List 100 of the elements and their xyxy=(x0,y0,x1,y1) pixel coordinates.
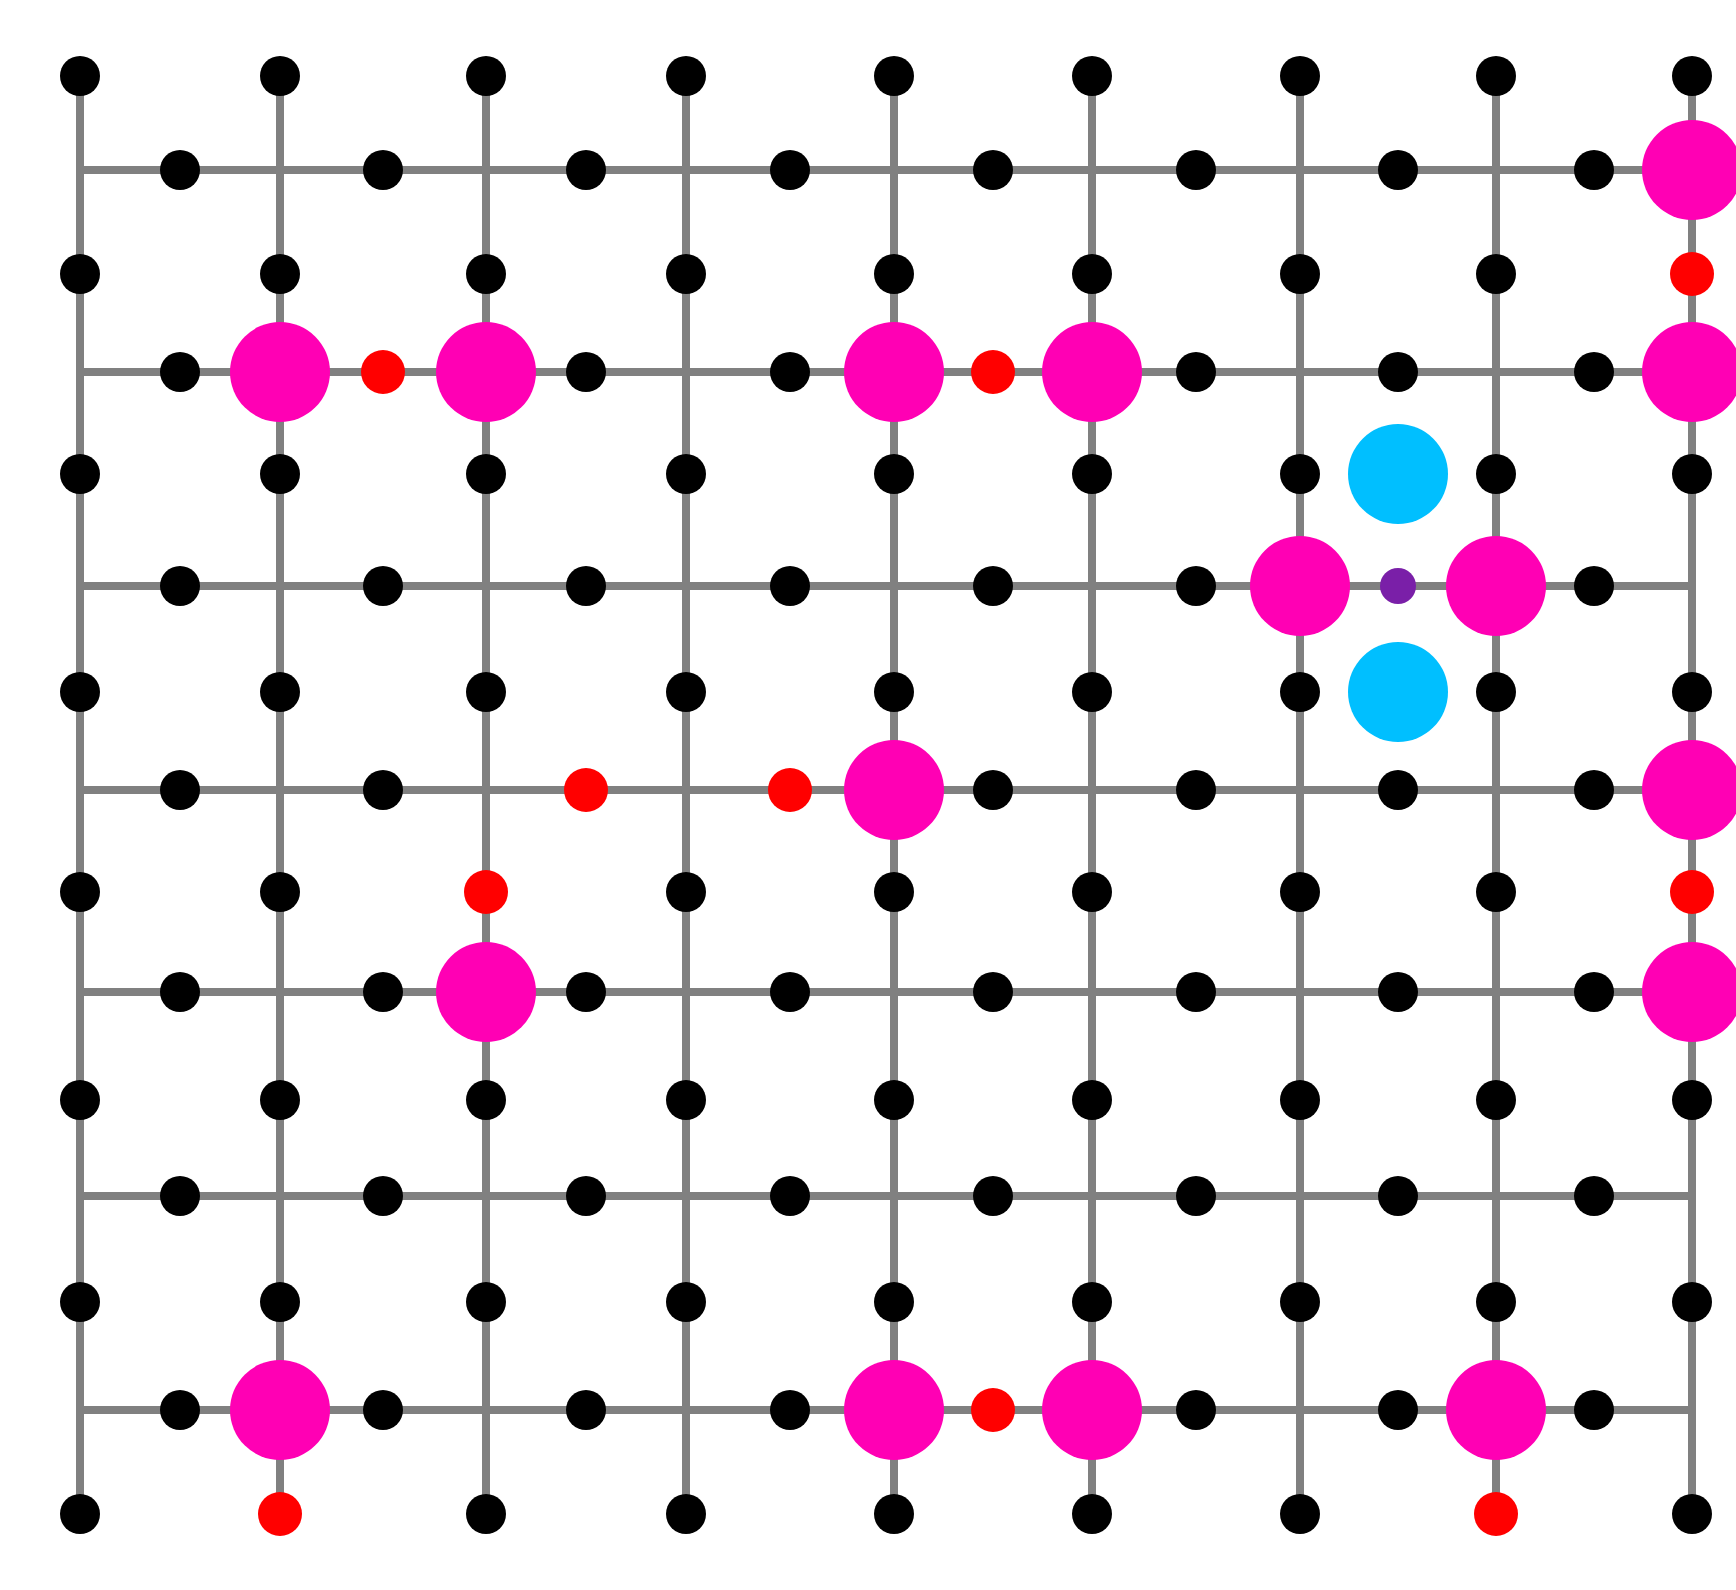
dot xyxy=(363,972,403,1012)
dot xyxy=(1380,568,1416,604)
dot xyxy=(1574,770,1614,810)
dot xyxy=(770,566,810,606)
dot xyxy=(466,1080,506,1120)
dot xyxy=(1072,56,1112,96)
large-dot xyxy=(1446,1360,1546,1460)
dot xyxy=(1476,672,1516,712)
dot xyxy=(874,672,914,712)
dot xyxy=(973,972,1013,1012)
dot xyxy=(466,1494,506,1534)
dot xyxy=(666,1080,706,1120)
large-dot xyxy=(1446,536,1546,636)
dot xyxy=(1672,1080,1712,1120)
dot xyxy=(1072,1494,1112,1534)
large-dot xyxy=(230,322,330,422)
dot xyxy=(1280,672,1320,712)
dot xyxy=(1378,150,1418,190)
dot xyxy=(1672,1282,1712,1322)
large-dot xyxy=(1250,536,1350,636)
dot xyxy=(1670,870,1714,914)
dot xyxy=(1476,254,1516,294)
dot xyxy=(1072,1282,1112,1322)
dot xyxy=(60,56,100,96)
dot xyxy=(874,454,914,494)
dot xyxy=(60,1282,100,1322)
dot xyxy=(363,566,403,606)
large-dot xyxy=(844,740,944,840)
dot xyxy=(566,566,606,606)
dot xyxy=(1672,672,1712,712)
dot xyxy=(1476,56,1516,96)
dot xyxy=(1280,454,1320,494)
dot xyxy=(466,454,506,494)
dot xyxy=(160,566,200,606)
dot xyxy=(566,1176,606,1216)
dot xyxy=(260,1282,300,1322)
dot xyxy=(1072,672,1112,712)
dot xyxy=(566,352,606,392)
dot xyxy=(1176,352,1216,392)
dot xyxy=(1378,1390,1418,1430)
dot xyxy=(1378,1176,1418,1216)
dot xyxy=(770,352,810,392)
large-dot xyxy=(1042,1360,1142,1460)
dot xyxy=(1476,454,1516,494)
dot xyxy=(770,150,810,190)
dot xyxy=(666,1282,706,1322)
dot xyxy=(1574,1176,1614,1216)
dot xyxy=(973,150,1013,190)
dot xyxy=(60,672,100,712)
dot xyxy=(60,1080,100,1120)
dot xyxy=(60,1494,100,1534)
dot xyxy=(770,972,810,1012)
dot xyxy=(1476,1282,1516,1322)
dot xyxy=(260,454,300,494)
dot xyxy=(1072,254,1112,294)
dot xyxy=(260,672,300,712)
dot xyxy=(260,1080,300,1120)
dot xyxy=(1672,454,1712,494)
dot xyxy=(1280,872,1320,912)
dot xyxy=(770,1176,810,1216)
dot xyxy=(1476,872,1516,912)
dot xyxy=(874,872,914,912)
dot xyxy=(160,150,200,190)
dot xyxy=(666,672,706,712)
dot xyxy=(466,1282,506,1322)
dot xyxy=(874,1080,914,1120)
dot xyxy=(874,56,914,96)
large-dot xyxy=(844,322,944,422)
dot xyxy=(1176,1390,1216,1430)
dot xyxy=(1670,252,1714,296)
dot xyxy=(1280,1080,1320,1120)
dot xyxy=(464,870,508,914)
dot xyxy=(363,1390,403,1430)
dot xyxy=(60,254,100,294)
dot xyxy=(1176,566,1216,606)
dot xyxy=(160,770,200,810)
dot xyxy=(1476,1080,1516,1120)
dot xyxy=(973,770,1013,810)
dot xyxy=(1574,566,1614,606)
dot xyxy=(1280,56,1320,96)
dot xyxy=(1574,1390,1614,1430)
dot xyxy=(160,352,200,392)
dot xyxy=(361,350,405,394)
dot xyxy=(666,1494,706,1534)
dot xyxy=(666,254,706,294)
dot xyxy=(1176,770,1216,810)
dot xyxy=(160,972,200,1012)
dot xyxy=(1378,770,1418,810)
dot xyxy=(1072,1080,1112,1120)
dot xyxy=(1474,1492,1518,1536)
dot xyxy=(874,1282,914,1322)
dot xyxy=(1280,1494,1320,1534)
dot xyxy=(160,1390,200,1430)
dot xyxy=(1378,972,1418,1012)
dot xyxy=(1176,150,1216,190)
dot xyxy=(564,768,608,812)
large-dot xyxy=(230,1360,330,1460)
dot xyxy=(1574,352,1614,392)
dot xyxy=(1176,972,1216,1012)
dot xyxy=(973,1176,1013,1216)
